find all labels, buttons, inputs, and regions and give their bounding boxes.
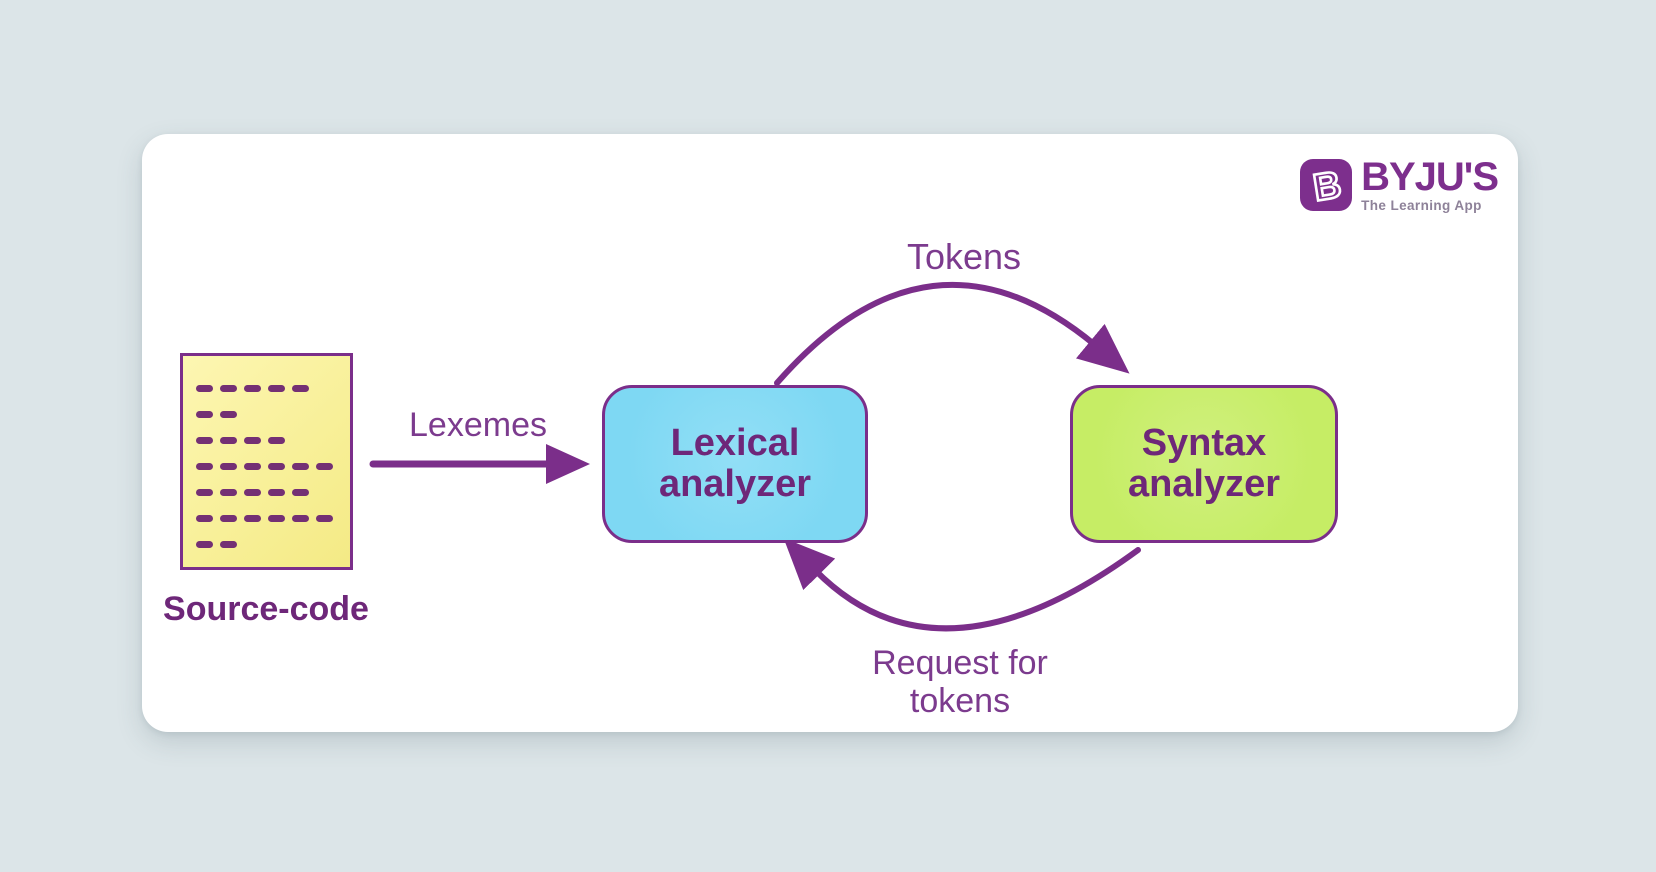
lexemes-arrow <box>369 444 590 484</box>
code-dash <box>220 541 237 548</box>
byjus-logo: B BYJU'S The Learning App <box>1299 155 1499 213</box>
code-dash <box>220 515 237 522</box>
code-dash <box>220 411 237 418</box>
code-dash-row <box>196 437 350 444</box>
code-dash-row <box>196 515 350 522</box>
byjus-logo-tagline: The Learning App <box>1361 198 1482 213</box>
code-dash-row <box>196 541 350 548</box>
request-label-line1: Request for <box>872 644 1048 682</box>
code-dash <box>244 489 261 496</box>
code-dash <box>316 515 333 522</box>
request-for-tokens-arrow <box>783 538 1141 632</box>
code-dash <box>196 541 213 548</box>
code-dash <box>196 463 213 470</box>
byjus-badge-icon: B <box>1300 159 1353 211</box>
code-dash <box>220 463 237 470</box>
tokens-arrow <box>774 281 1130 386</box>
code-dash <box>244 515 261 522</box>
tokens-edge-label: Tokens <box>906 236 1022 277</box>
code-dash <box>316 463 333 470</box>
code-dash-row <box>196 489 350 496</box>
code-dash <box>292 463 309 470</box>
code-dash-row <box>196 385 350 392</box>
code-dash <box>220 437 237 444</box>
code-dash-row <box>196 463 350 470</box>
code-dash <box>196 411 213 418</box>
request-label-line2: tokens <box>909 682 1011 721</box>
source-code-label: Source-code <box>163 590 369 628</box>
lexemes-edge-label: Lexemes <box>409 406 547 444</box>
request-for-tokens-edge-label: Request for tokens <box>800 644 1120 720</box>
code-dash <box>268 489 285 496</box>
syntax-analyzer-label-line2: analyzer <box>1127 463 1281 505</box>
byjus-logo-text: BYJU'S The Learning App <box>1361 155 1499 213</box>
code-dash <box>196 437 213 444</box>
code-dash <box>292 489 309 496</box>
code-dash <box>292 385 309 392</box>
code-dash <box>268 515 285 522</box>
lexical-analyzer-label-line1: Lexical <box>670 421 800 464</box>
syntax-analyzer-label-line1: Syntax <box>1141 421 1267 464</box>
lexical-analyzer-label-line2: analyzer <box>658 463 812 505</box>
code-dash <box>196 489 213 496</box>
code-dash <box>244 385 261 392</box>
syntax-analyzer-node: Syntax analyzer <box>1070 385 1338 543</box>
code-dash <box>292 515 309 522</box>
code-dash <box>196 385 213 392</box>
source-code-document-icon <box>180 353 353 570</box>
byjus-logo-name: BYJU'S <box>1361 155 1499 199</box>
code-dash <box>196 515 213 522</box>
code-dash <box>268 385 285 392</box>
code-dash <box>268 437 285 444</box>
lexical-analyzer-node: Lexical analyzer <box>602 385 868 543</box>
code-dash-row <box>196 411 350 418</box>
code-dash <box>220 489 237 496</box>
code-dash <box>220 385 237 392</box>
code-dash <box>244 437 261 444</box>
code-dash <box>244 463 261 470</box>
code-dash <box>268 463 285 470</box>
diagram-card: Source-code Lexemes Lexical analyzer Syn… <box>142 134 1518 732</box>
